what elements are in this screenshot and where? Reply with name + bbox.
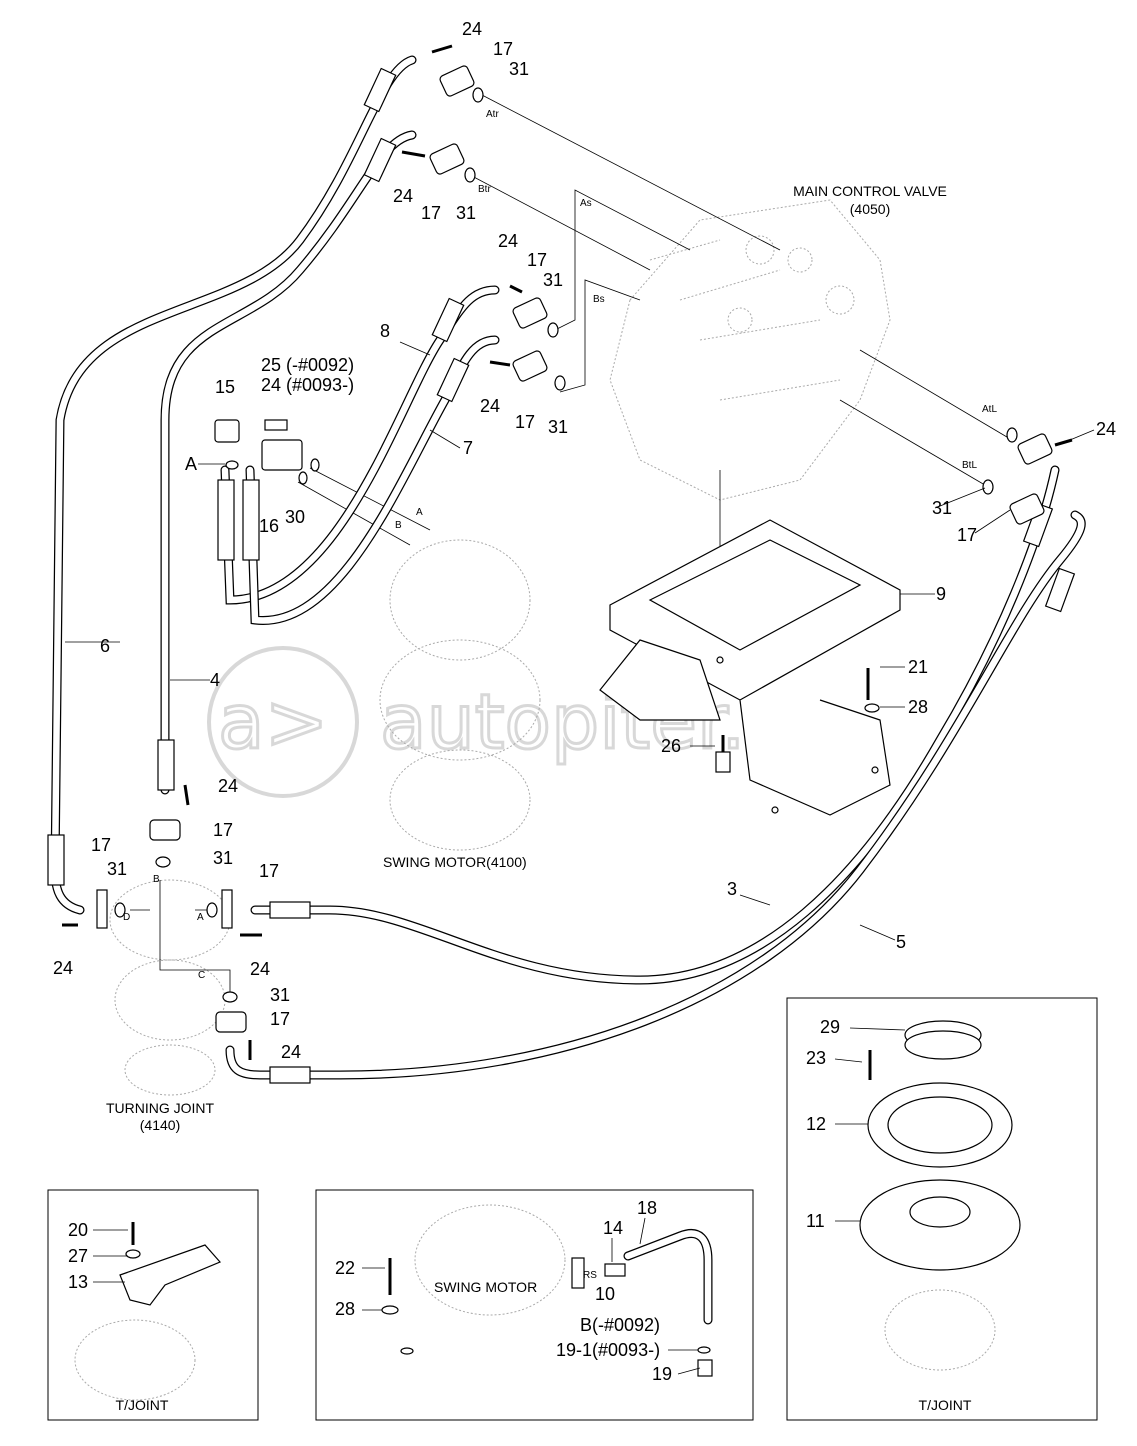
- callout-15: 15: [215, 377, 235, 397]
- caption-swing-motor: SWING MOTOR(4100): [383, 854, 527, 870]
- detail-box-tjoint-left: [47, 1189, 259, 1421]
- port-label-rs: RS: [583, 1270, 597, 1281]
- fittings: [62, 44, 1073, 1060]
- hose-7: [245, 335, 500, 625]
- caption-detail-tjoint-left: T/JOINT: [116, 1397, 169, 1413]
- callout-28: 28: [335, 1299, 355, 1319]
- callout-4: 4: [210, 670, 220, 690]
- callout-a: A: [185, 454, 197, 474]
- callout-24: 24: [281, 1042, 301, 1062]
- callout-17: 17: [259, 861, 279, 881]
- caption-detail-swing-motor: SWING MOTOR: [434, 1279, 537, 1295]
- port-label-bs: Bs: [593, 294, 605, 305]
- callout-24: 24: [462, 19, 482, 39]
- callout-17: 17: [421, 203, 441, 223]
- detail-tjoint-left-parts: [74, 1222, 222, 1401]
- port-label-atr: Atr: [486, 109, 499, 120]
- callout-16: 16: [259, 516, 279, 536]
- callout-20: 20: [68, 1220, 88, 1240]
- detail-tjoint-right-parts: [859, 1020, 1021, 1371]
- port-label-btl: BtL: [962, 460, 977, 471]
- callout-leaders: [65, 341, 1095, 1375]
- callout-10: 10: [595, 1284, 615, 1304]
- caption-turning-joint-code: (4140): [140, 1117, 180, 1133]
- callout-23: 23: [806, 1048, 826, 1068]
- callout-25: 25 (-#0092): [261, 355, 354, 375]
- callout-31: 31: [509, 59, 529, 79]
- callout-17: 17: [515, 412, 535, 432]
- callout-26: 26: [661, 736, 681, 756]
- callout-17: 17: [270, 1009, 290, 1029]
- hose-8: [220, 285, 500, 605]
- callout-24: 24 (#0093-): [261, 375, 354, 395]
- detail-box-tjoint-right: [786, 997, 1098, 1421]
- callout-11: 11: [806, 1211, 825, 1231]
- caption-turning-joint: TURNING JOINT: [106, 1100, 215, 1116]
- port-label-b-tj: B: [153, 874, 160, 885]
- callout-b-0092: B(-#0092): [580, 1315, 660, 1335]
- callout-7: 7: [463, 438, 473, 458]
- callout-30: 30: [285, 507, 305, 527]
- callout-24: 24: [250, 959, 270, 979]
- caption-detail-tjoint-right: T/JOINT: [919, 1397, 972, 1413]
- callout-6: 6: [100, 636, 110, 656]
- hose-sleeves: [47, 67, 1076, 1084]
- detail-swing-motor-parts: [381, 1204, 713, 1377]
- callout-22: 22: [335, 1258, 355, 1278]
- callout-8: 8: [380, 321, 390, 341]
- callout-24: 24: [393, 186, 413, 206]
- callout-17: 17: [527, 250, 547, 270]
- callout-24: 24: [218, 776, 238, 796]
- port-label-atl: AtL: [982, 404, 997, 415]
- port-label-d: D: [123, 912, 130, 923]
- port-label-b: B: [395, 520, 402, 531]
- callout-9: 9: [936, 584, 946, 604]
- callout-31: 31: [548, 417, 568, 437]
- bracket-9: [599, 519, 901, 816]
- caption-main-control-valve: MAIN CONTROL VALVE: [793, 183, 947, 199]
- swing-motor-outline: [379, 539, 541, 851]
- callout-12: 12: [806, 1114, 826, 1134]
- callout-17: 17: [493, 39, 513, 59]
- callout-31: 31: [456, 203, 476, 223]
- port-label-c: C: [198, 970, 205, 981]
- callout-5: 5: [896, 932, 906, 952]
- callout-17: 17: [213, 820, 233, 840]
- callout-21: 21: [908, 657, 928, 677]
- callout-31: 31: [107, 859, 127, 879]
- main-control-valve-outline: [609, 199, 891, 501]
- detail-box-swing-motor: [315, 1189, 754, 1421]
- callout-17: 17: [91, 835, 111, 855]
- callout-31: 31: [270, 985, 290, 1005]
- hose-3: [250, 465, 1060, 985]
- callouts: 24 17 31 24 17 31 24 17 31 24 17 31 8 7 …: [53, 19, 1116, 1384]
- leader-lines: [130, 94, 1013, 1000]
- watermark-logo-glyph: a>: [218, 677, 328, 766]
- callout-27: 27: [68, 1246, 88, 1266]
- callout-19: 19: [652, 1364, 672, 1384]
- callout-24: 24: [498, 231, 518, 251]
- port-label-a: A: [416, 507, 423, 518]
- callout-31: 31: [543, 270, 563, 290]
- callout-19-1: 19-1(#0093-): [556, 1340, 660, 1360]
- callout-14: 14: [603, 1218, 623, 1238]
- callout-24: 24: [480, 396, 500, 416]
- callout-29: 29: [820, 1017, 840, 1037]
- callout-18: 18: [637, 1198, 657, 1218]
- callout-13: 13: [68, 1272, 88, 1292]
- callout-3: 3: [727, 879, 737, 899]
- port-label-btr: Btr: [478, 184, 491, 195]
- port-label-as: As: [580, 198, 592, 209]
- port-label-a-tj: A: [197, 912, 204, 923]
- callout-28: 28: [908, 697, 928, 717]
- callout-24: 24: [53, 958, 73, 978]
- hose-5: [225, 510, 1086, 1080]
- callout-17: 17: [957, 525, 977, 545]
- caption-main-control-valve-code: (4050): [850, 201, 890, 217]
- callout-24: 24: [1096, 419, 1116, 439]
- callout-31: 31: [213, 848, 233, 868]
